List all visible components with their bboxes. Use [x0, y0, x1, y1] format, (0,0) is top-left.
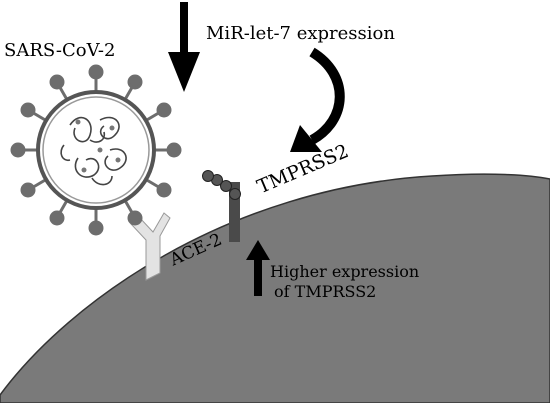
higher-expression-line1: Higher expression [270, 262, 420, 281]
ace2-receptor [130, 212, 171, 281]
tmprss2-protease [202, 170, 241, 242]
curved-arrow-icon [290, 47, 345, 152]
down-arrow-icon [168, 2, 200, 92]
sars-cov-2-virion [10, 64, 182, 236]
up-arrow-icon [246, 240, 270, 296]
virus-label: SARS-CoV-2 [4, 40, 116, 61]
higher-expression-line2: of TMPRSS2 [274, 282, 377, 301]
higher-expression-label: Higher expression of TMPRSS2 [270, 262, 430, 302]
host-cell [0, 173, 550, 404]
mirna-expression-label: MiR-let-7 expression [206, 23, 395, 44]
